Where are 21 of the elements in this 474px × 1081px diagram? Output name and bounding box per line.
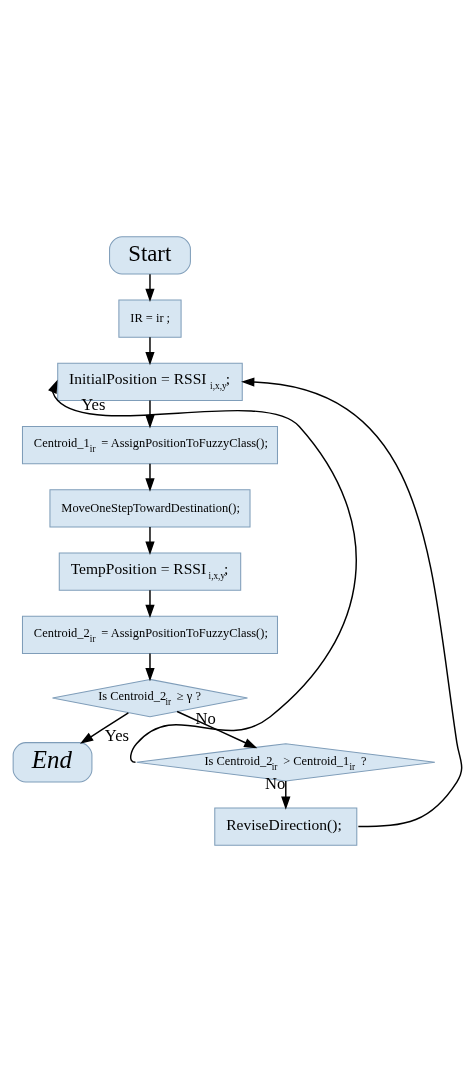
edge-label: Yes: [104, 725, 129, 745]
arrow: [144, 336, 155, 365]
node-box: TempPosition = RSSI$_{i,x,y}$;: [58, 551, 241, 591]
arrow: [144, 399, 155, 428]
node-box: Centroid_2$_{ir}$ = AssignPositionToFuzzyClass();: [21, 615, 278, 654]
node-box: Centroid_1$_{ir}$ = AssignPositionToFuzzyClass();: [21, 425, 278, 464]
arrow: [144, 652, 155, 681]
arrow: [144, 589, 155, 618]
node-box: ReviseDirection();: [213, 806, 357, 846]
node-box: MoveOneStepTowardDestination();: [48, 488, 251, 528]
arrow: [144, 462, 155, 492]
node-box: Start: [108, 235, 191, 275]
arrow: [240, 376, 462, 827]
arrow: [47, 379, 357, 763]
node-box: IR = ir ;: [117, 298, 182, 338]
arrow: [280, 779, 290, 810]
arrow: [144, 525, 155, 555]
arrow: [79, 711, 129, 744]
node-box: End: [12, 741, 92, 783]
arrow: [144, 272, 155, 302]
arrow: [175, 710, 257, 748]
